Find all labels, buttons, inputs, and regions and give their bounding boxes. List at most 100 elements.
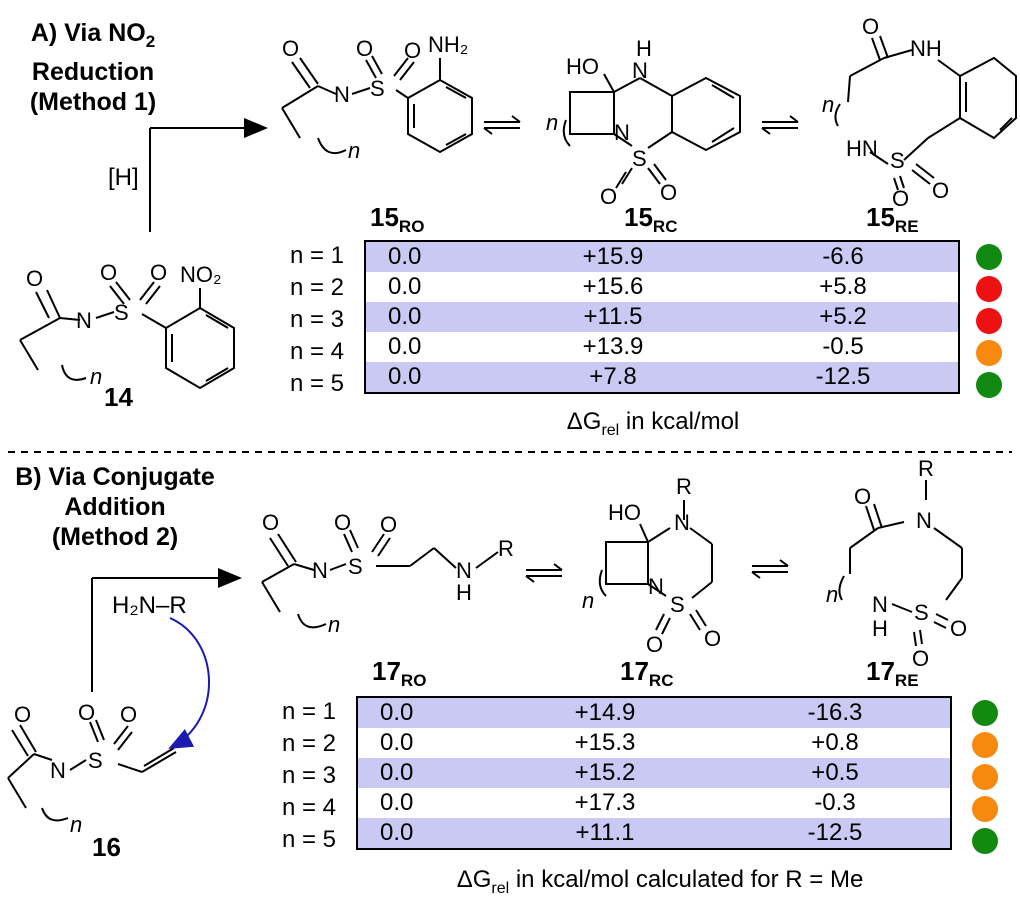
cell-ro: 0.0	[380, 789, 414, 816]
compound-17ro-structure	[261, 529, 499, 629]
atom-label-nh2: NH₂	[428, 32, 468, 57]
row-label-n: n = 4	[289, 338, 344, 365]
header-sub: RC	[648, 671, 674, 690]
atom-label-s: S	[632, 146, 647, 171]
cell-ro: 0.0	[357, 818, 490, 849]
table-row: 0.0+15.2+0.5	[357, 758, 951, 788]
atom-label-o: O	[646, 632, 663, 657]
cell-re: +0.8	[811, 729, 859, 756]
table-row: 0.0+11.1-12.5	[357, 818, 951, 849]
atom-label-o: O	[932, 178, 949, 203]
section-b-title-line3: (Method 2)	[51, 523, 179, 551]
atom-label-o: O	[262, 510, 279, 535]
section-a-title-sub: 2	[145, 32, 156, 51]
atom-label-n: N	[674, 510, 690, 535]
section-a-title-line2: Reduction	[31, 58, 155, 86]
compound-17rc-structure	[598, 500, 713, 635]
header-sub: RC	[652, 217, 678, 236]
cell-rc: +15.2	[490, 758, 720, 788]
header-17rc: 17RC	[620, 656, 673, 691]
status-dot-orange	[976, 340, 1002, 366]
atom-label-n: N	[312, 558, 328, 583]
atom-label-n: N	[50, 758, 66, 783]
atom-label-o: O	[862, 14, 879, 39]
cell-ro: 0.0	[380, 729, 414, 756]
table-row: 0.0+14.9-16.3	[357, 697, 951, 728]
atom-label-o: O	[704, 626, 721, 651]
cell-rc: +17.3	[574, 789, 636, 816]
atom-label-o: O	[334, 510, 351, 535]
caption-b-post: in kcal/mol calculated for R = Me	[509, 866, 864, 893]
atom-label-r: R	[676, 474, 692, 499]
table-row: 0.0+15.3+0.8	[357, 728, 951, 758]
reagent-h-label: [H]	[108, 164, 139, 191]
header-sub: RO	[400, 671, 427, 690]
compound-15rc-structure	[562, 73, 741, 189]
cell-re: -0.5	[822, 333, 864, 360]
header-base: 17	[866, 656, 895, 686]
atom-label-s: S	[88, 748, 103, 773]
reagent-amine-label: H₂N–R	[112, 592, 187, 619]
ring-label-n: n	[822, 92, 834, 117]
compound-15ro-structure	[281, 55, 473, 154]
cell-re: +0.5	[720, 758, 951, 788]
atom-label-o: O	[892, 186, 909, 211]
caption-b-sub: rel	[491, 879, 510, 897]
compound-16-label: 16	[92, 832, 121, 862]
status-dot-orange	[972, 796, 998, 822]
header-sub: RE	[894, 217, 919, 236]
compound-14-label: 14	[104, 382, 133, 412]
cell-re: -0.3	[814, 789, 856, 816]
table-row: 0.0+13.9-0.5	[365, 332, 959, 362]
cell-rc: +14.9	[490, 697, 720, 728]
atom-label-o: O	[120, 702, 137, 727]
atom-label-s: S	[370, 76, 385, 101]
atom-label-o: O	[150, 260, 167, 285]
atom-label-h: H	[872, 616, 888, 641]
atom-label-r: R	[918, 456, 934, 481]
cell-ro: 0.0	[365, 241, 498, 272]
cell-rc: +13.9	[582, 333, 644, 360]
atom-label-o: O	[404, 38, 421, 63]
atom-label-o: O	[600, 184, 617, 209]
caption-a: ΔGrel in kcal/mol	[364, 408, 942, 440]
section-b-title: B) Via Conjugate Addition (Method 2)	[0, 462, 230, 552]
ring-label-n: n	[546, 110, 558, 135]
atom-label-o: O	[854, 484, 871, 509]
compound-15re-structure	[834, 35, 1017, 191]
ring-label-n: n	[582, 588, 594, 613]
atom-label-ho: HO	[608, 500, 641, 525]
atom-label-o: O	[380, 512, 397, 537]
header-base: 17	[620, 656, 649, 686]
status-dot-orange	[972, 732, 998, 758]
header-base: 17	[372, 656, 401, 686]
cell-ro: 0.0	[365, 362, 498, 393]
header-base: 15	[866, 202, 895, 232]
header-15ro: 15RO	[370, 202, 424, 237]
caption-b-pre: ΔG	[456, 866, 492, 893]
cell-rc: +7.8	[498, 362, 728, 393]
cell-re: +5.8	[819, 273, 867, 300]
row-label-n: n = 5	[281, 826, 336, 853]
atom-label-n: N	[916, 508, 932, 533]
atom-label-n: N	[334, 82, 350, 107]
cell-ro: 0.0	[365, 302, 498, 332]
table-row: 0.0+15.9-6.6	[365, 241, 959, 272]
section-a-title: A) Via NO2 Reduction (Method 1)	[8, 18, 178, 117]
compound-14-structure	[19, 281, 235, 390]
atom-label-o: O	[14, 702, 31, 727]
atom-label-s: S	[114, 300, 129, 325]
caption-a-post: in kcal/mol	[619, 408, 740, 435]
atom-label-r: R	[498, 536, 514, 561]
atom-label-o: O	[660, 180, 677, 205]
atom-label-s: S	[890, 148, 905, 173]
header-sub: RO	[398, 217, 425, 236]
row-label-n: n = 5	[289, 370, 344, 397]
ring-label-n: n	[348, 138, 360, 163]
atom-label-n: N	[456, 558, 472, 583]
status-dot-red	[976, 308, 1002, 334]
header-17re: 17RE	[866, 656, 919, 691]
header-sub: RE	[894, 671, 919, 690]
